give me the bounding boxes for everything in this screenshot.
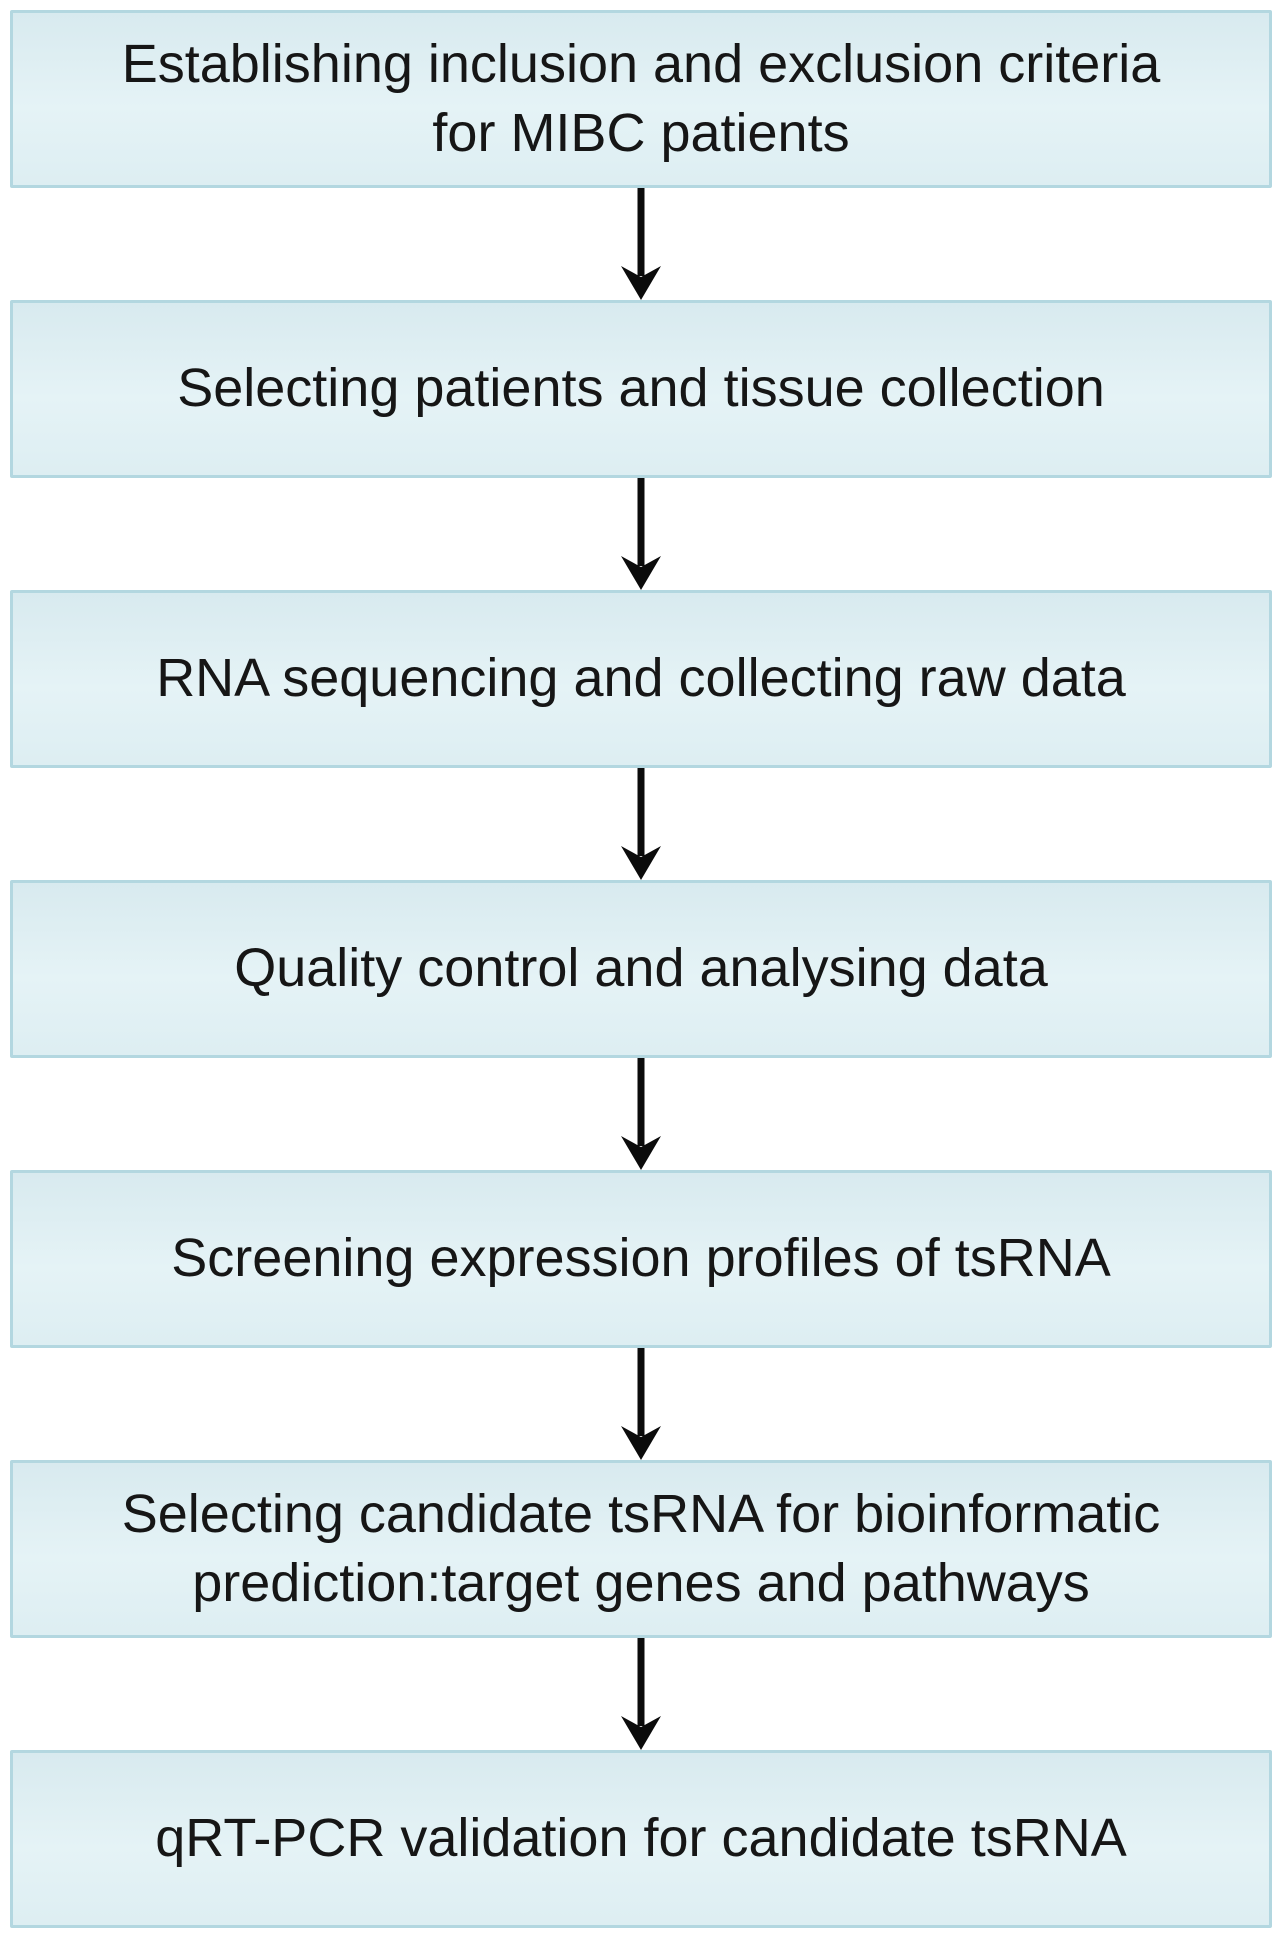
down-arrow-icon — [621, 768, 661, 880]
flow-step-label: Screening expression profiles of tsRNA — [171, 1228, 1111, 1289]
flow-step-4: Quality control and analysing data — [10, 880, 1272, 1058]
flow-step-5: Screening expression profiles of tsRNA — [10, 1170, 1272, 1348]
flow-step-label: Quality control and analysing data — [234, 938, 1048, 999]
flow-step-6: Selecting candidate tsRNA for bioinforma… — [10, 1460, 1272, 1638]
flow-step-label: Establishing inclusion and exclusion cri… — [121, 33, 1161, 94]
flow-step-3: RNA sequencing and collecting raw data — [10, 590, 1272, 768]
flow-step-label: Selecting candidate tsRNA for bioinforma… — [121, 1483, 1161, 1544]
down-arrow-icon — [621, 1638, 661, 1750]
flow-step-1: Establishing inclusion and exclusion cri… — [10, 10, 1272, 188]
flow-step-2: Selecting patients and tissue collection — [10, 300, 1272, 478]
flow-step-label: RNA sequencing and collecting raw data — [156, 648, 1126, 709]
down-arrow-icon — [621, 1348, 661, 1460]
flow-step-label: Selecting patients and tissue collection — [177, 358, 1105, 419]
down-arrow-icon — [621, 1058, 661, 1170]
flow-step-label: prediction:target genes and pathways — [192, 1553, 1090, 1613]
down-arrow-icon — [621, 188, 661, 300]
flow-step-7: qRT-PCR validation for candidate tsRNA — [10, 1750, 1272, 1928]
flow-step-label: for MIBC patients — [432, 103, 850, 163]
flow-step-label: qRT-PCR validation for candidate tsRNA — [155, 1808, 1127, 1869]
down-arrow-icon — [621, 478, 661, 590]
